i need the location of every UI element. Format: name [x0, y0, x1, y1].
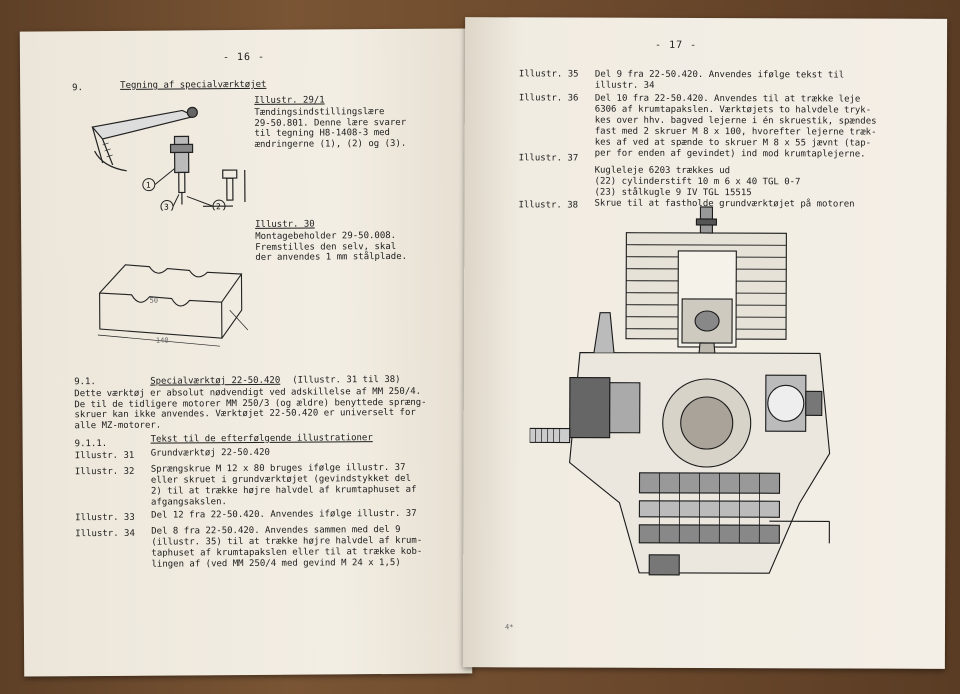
illustration-list: Illustr. 35 Del 9 fra 22-50.420. Anvende… — [465, 17, 947, 210]
item-line: lingen af (ved MM 250/4 med gevind M 24 … — [151, 557, 401, 570]
engine-cross-section-drawing — [529, 206, 831, 576]
dimension-50: 50 — [149, 296, 159, 305]
item-line: fast med 2 skruer M 8 x 100, hvorefter l… — [594, 126, 877, 138]
sub-911-number: 9.1.1. — [74, 438, 108, 450]
item-line: afgangsakslen. — [151, 497, 227, 508]
section-title: Tegning af specialværktøjet — [120, 79, 267, 91]
corner-mark: 4* — [504, 623, 514, 632]
page-number: - 17 - — [655, 39, 698, 51]
text-line: der anvendes 1 mm stålplade. — [255, 251, 408, 263]
item-label: Illustr. 34 — [75, 528, 135, 540]
callout-1: 1 — [145, 180, 151, 190]
item-line: illustr. 34 — [594, 80, 655, 91]
sub-911-title: Tekst til de efterfølgende illustratione… — [150, 433, 373, 445]
item-line: kes af ved at spænde to skruer M 8 x 55 … — [594, 137, 872, 149]
callout-2: 2 — [215, 202, 221, 212]
text-line: ændringerne (1), (2) og (3). — [254, 138, 407, 150]
item-label: Illustr. 36 — [518, 93, 579, 104]
item-line: (22) cylinderstift 10 m 6 x 40 TGL 0-7 — [594, 176, 801, 188]
ill-30-text: Montagebeholder 29-50.008. Fremstilles d… — [255, 231, 407, 264]
item-line: Grundværktøj 22-50.420 — [150, 447, 270, 459]
left-page: - 16 - 9. Tegning af specialværktøjet — [19, 28, 473, 677]
ill-29-1-text: Tændingsindstillingslære 29-50.801. Denn… — [254, 107, 406, 150]
item-line: 6306 af krumtapakslen. Værktøjets to hal… — [594, 104, 872, 116]
item-line: 2) til at trække højre halvdel af krumta… — [150, 484, 417, 497]
item-label: Illustr. 32 — [74, 466, 135, 478]
item-line: Del 9 fra 22-50.420. Anvendes ifølge tek… — [594, 69, 845, 81]
item-line: per for enden af gevindet) ind mod krumt… — [594, 148, 866, 160]
ignition-gauge-drawing — [91, 106, 246, 212]
sub-91-ref: (Illustr. 31 til 38) — [292, 374, 401, 386]
item-label: Illustr. 33 — [75, 512, 135, 524]
item-line: Del 10 fra 22-50.420. Anvendes til at tr… — [594, 93, 861, 105]
item-line: (23) stålkugle 9 IV TGL 15515 — [594, 187, 752, 199]
item-line: Del 12 fra 22-50.420. Anvendes ifølge il… — [151, 508, 417, 521]
page-number: - 16 - — [222, 51, 266, 64]
sub-91-title: Specialværktøj 22-50.420 — [150, 375, 281, 387]
text-line: alle MZ-motorer. — [74, 420, 162, 431]
assembly-container-drawing — [97, 264, 249, 347]
dimension-140: 140 — [155, 336, 169, 345]
item-line: Kugleleje 6203 trækkes ud — [594, 165, 731, 177]
item-label: Illustr. 35 — [518, 69, 579, 80]
sub-91-paragraph: Dette værktøj er absolut nødvendigt ved … — [74, 387, 426, 431]
item-line: kes over hhv. bagved lejerne i én skrues… — [594, 115, 877, 127]
illustration-list: Illustr. 31 Grundværktøj 22-50.420 Illus… — [20, 28, 468, 570]
ill-30-title: Illustr. 30 — [255, 219, 315, 230]
sub-91-number: 9.1. — [74, 377, 96, 388]
callout-3: 3 — [163, 202, 169, 212]
section-number: 9. — [72, 83, 84, 94]
ill-29-1-title: Illustr. 29/1 — [254, 95, 325, 106]
item-label: Illustr. 37 — [518, 153, 579, 164]
right-page: - 17 - Illustr. 35 Del 9 fra 22-50.420. … — [462, 17, 948, 669]
item-label: Illustr. 31 — [74, 450, 135, 462]
